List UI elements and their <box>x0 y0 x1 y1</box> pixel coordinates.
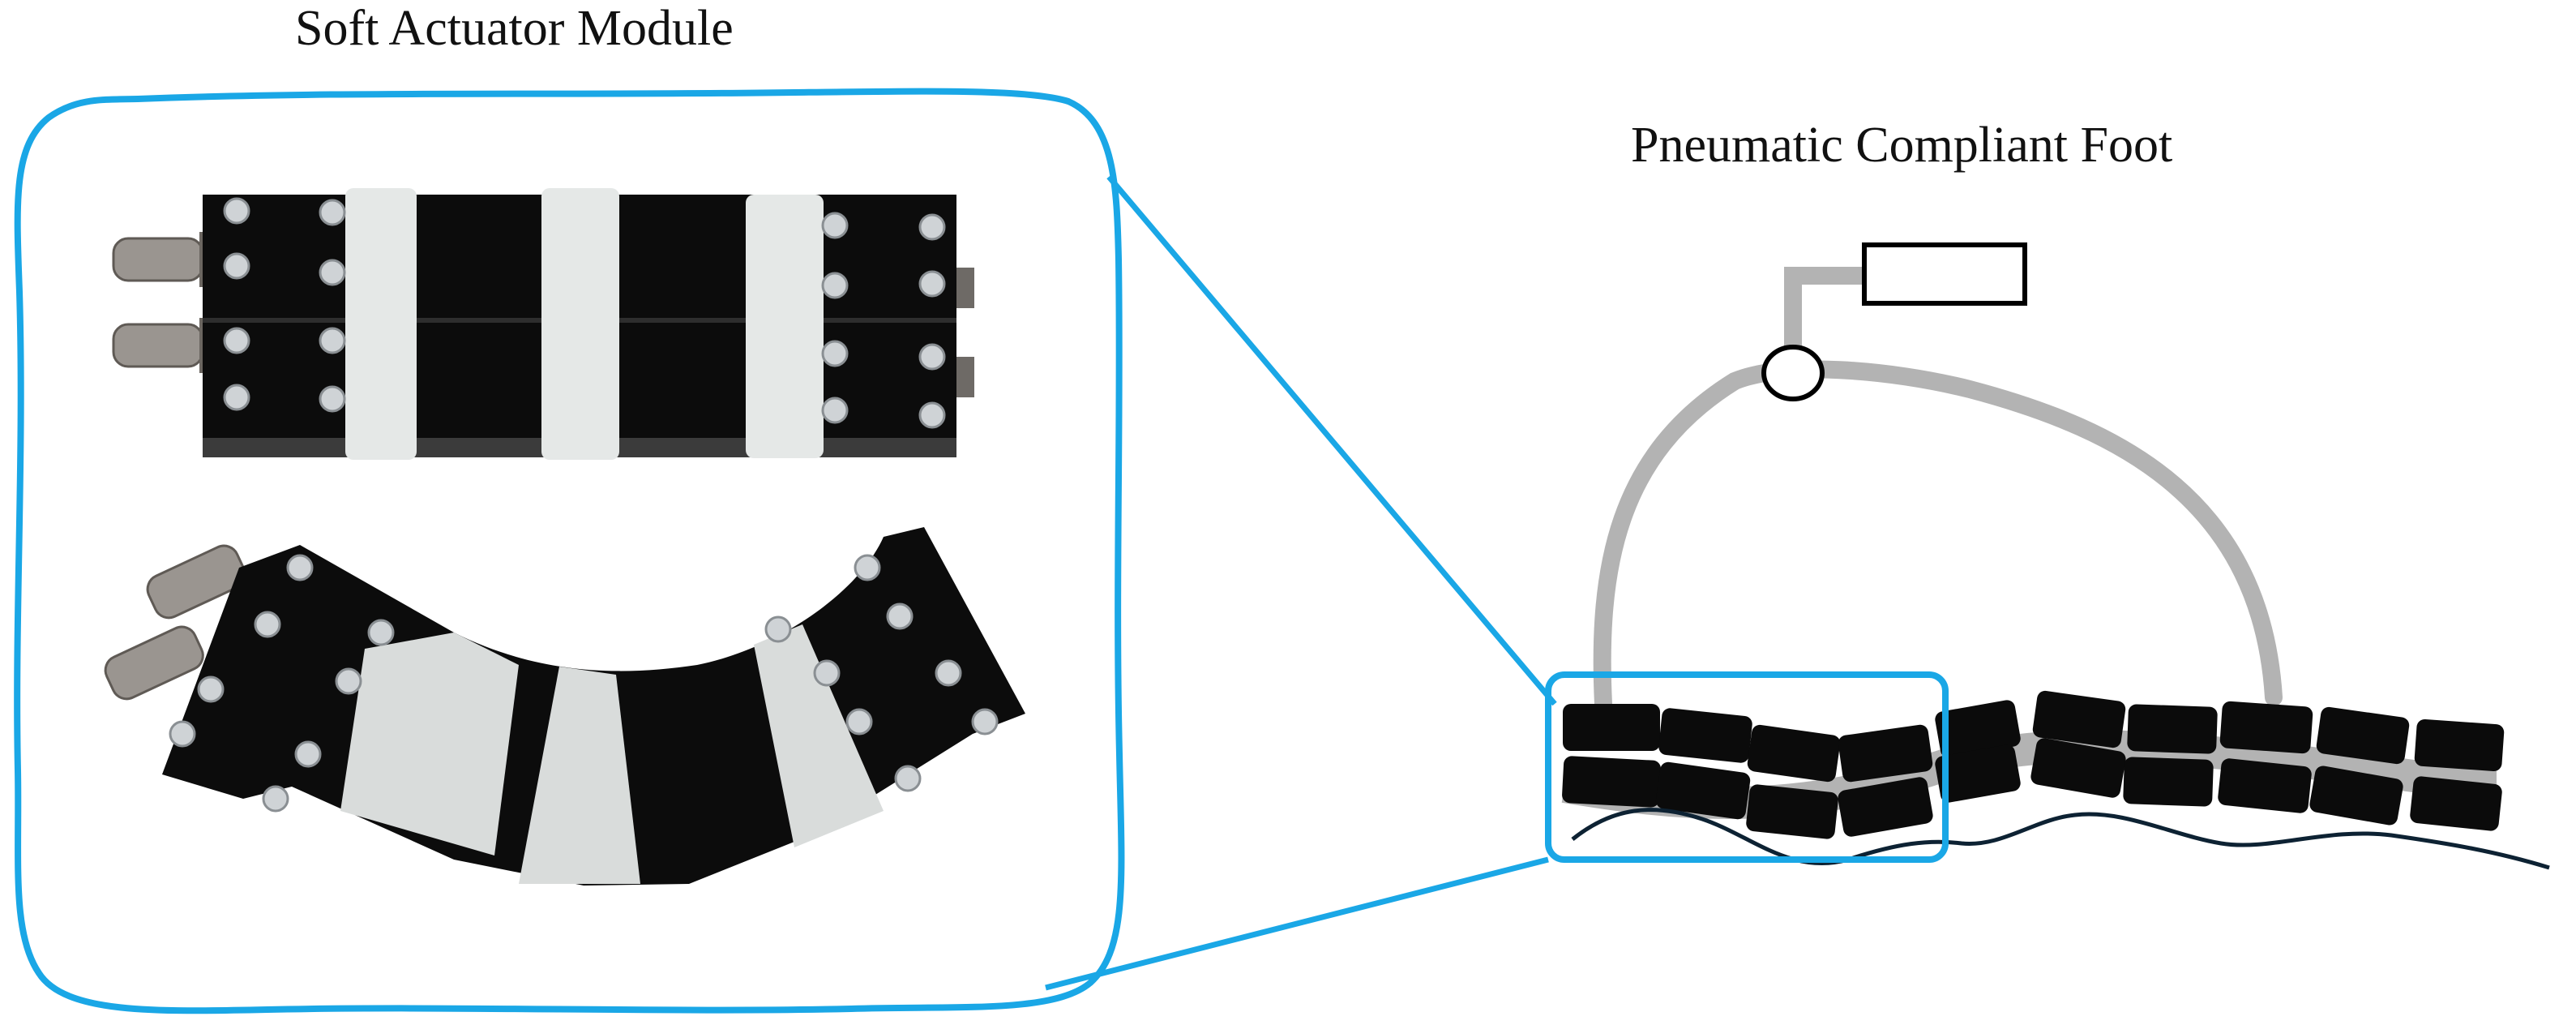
actuator-block <box>1746 784 1838 839</box>
silicone-band-1 <box>345 188 417 460</box>
module-frame <box>14 88 1125 1014</box>
actuator-module-straight <box>112 188 974 460</box>
actuator-block <box>2123 757 2214 807</box>
actuator-block <box>2414 718 2505 772</box>
actuator-block <box>1563 704 1660 751</box>
actuator-block <box>2218 758 2312 813</box>
actuator-block <box>2127 704 2218 754</box>
connector-line-top <box>1106 174 1557 706</box>
actuator-module-bent <box>104 527 1025 886</box>
actuator-block <box>1655 761 1751 820</box>
pneumatic-tube <box>1593 360 2283 713</box>
actuator-block <box>1658 708 1752 763</box>
actuator-block <box>1838 724 1933 783</box>
foot-blocks <box>1562 690 2505 839</box>
pneumatic-tube-inlet <box>1784 267 1873 372</box>
foot-schematic <box>1545 242 2550 870</box>
actuator-block <box>2410 776 2502 831</box>
circle-valve-icon <box>1761 345 1825 401</box>
actuator-block <box>2316 706 2410 765</box>
actuator-block <box>2309 766 2403 826</box>
module-title: Soft Actuator Module <box>295 1 734 56</box>
silicone-band-bent-2 <box>519 667 640 884</box>
actuator-block <box>2032 690 2126 748</box>
zoom-box <box>1545 671 1949 863</box>
actuator-block <box>2219 701 2313 754</box>
actuator-block <box>1838 777 1933 837</box>
silicone-band-2 <box>541 188 619 460</box>
actuator-block <box>1935 744 2021 803</box>
screw-set-bent <box>169 554 999 813</box>
silicone-band-3 <box>746 195 824 458</box>
actuator-block <box>2030 738 2126 798</box>
actuator-block <box>1562 756 1661 808</box>
ground-line <box>1571 808 2550 870</box>
actuator-block <box>1935 700 2021 758</box>
foot-title: Pneumatic Compliant Foot <box>1631 118 2173 173</box>
rectangle-pump-icon <box>1862 242 2027 306</box>
zoom-connectors <box>1045 174 1557 991</box>
actuator-block <box>1747 724 1841 783</box>
screw-set-top <box>223 197 946 429</box>
silicone-band-bent-1 <box>340 633 519 856</box>
connector-line-bottom <box>1045 856 1549 991</box>
pneumatic-fitting-bent <box>104 544 246 701</box>
silicone-band-bent-3 <box>754 624 884 847</box>
